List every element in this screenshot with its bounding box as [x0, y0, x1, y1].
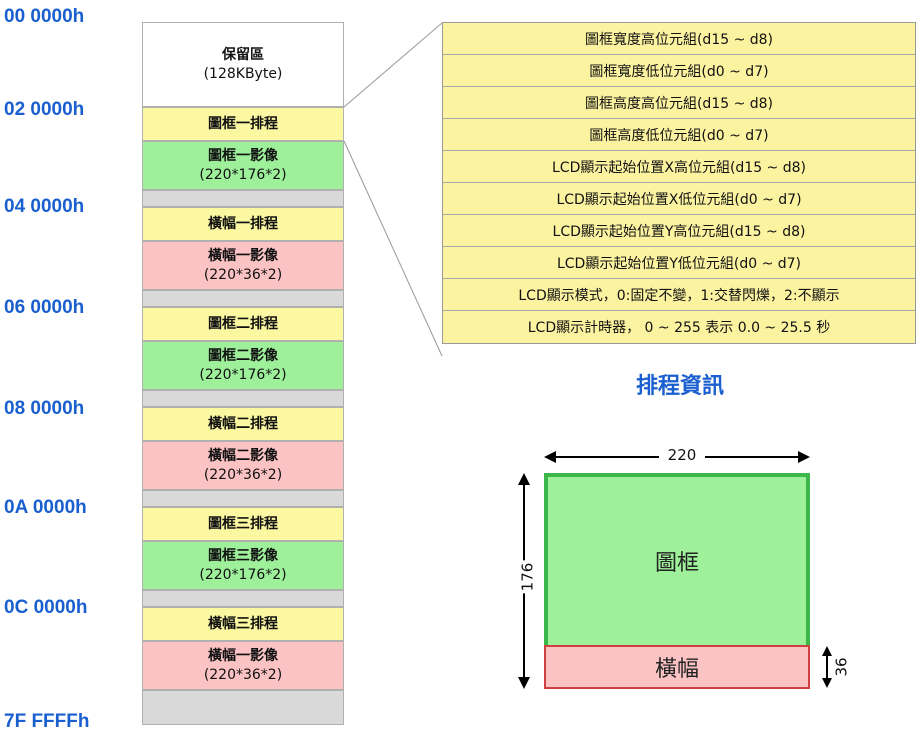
banner-area: 橫幅	[544, 645, 810, 689]
memory-block-schedule: 橫幅一排程	[142, 207, 344, 241]
memory-block-schedule: 橫幅三排程	[142, 607, 344, 641]
schedule-info-caption: 排程資訊	[635, 374, 724, 399]
banner-height-arrow	[822, 646, 832, 688]
block-size: (220*36*2)	[203, 266, 283, 283]
memory-block-image: 橫幅一影像 (220*36*2)	[142, 641, 344, 690]
schedule-info-row: LCD顯示模式，0:固定不變，1:交替閃爍，2:不顯示	[443, 279, 915, 311]
memory-block-image: 圖框一影像 (220*176*2)	[142, 141, 344, 190]
schedule-info-row: 圖框寬度高位元組(d15 ~ d8)	[443, 23, 915, 55]
address-label: 0C 0000h	[4, 597, 88, 618]
width-dimension-label: 220	[659, 446, 705, 464]
memory-block-image: 橫幅二影像 (220*36*2)	[142, 441, 344, 490]
schedule-info-row: LCD顯示起始位置Y低位元組(d0 ~ d7)	[443, 247, 915, 279]
schedule-info-row: LCD顯示起始位置X高位元組(d15 ~ d8)	[443, 151, 915, 183]
address-label: 06 0000h	[4, 297, 85, 318]
block-title: 橫幅三排程	[208, 615, 278, 632]
memory-block-image: 橫幅一影像 (220*36*2)	[142, 241, 344, 290]
block-title: 橫幅二排程	[208, 415, 278, 432]
address-label: 04 0000h	[4, 196, 85, 217]
connector-line-top	[343, 22, 443, 108]
address-label: 7F FFFFh	[4, 711, 90, 732]
schedule-info-row: LCD顯示起始位置Y高位元組(d15 ~ d8)	[443, 215, 915, 247]
memory-block-schedule: 圖框二排程	[142, 307, 344, 341]
block-title: 圖框三影像	[208, 547, 278, 564]
frame-area: 圖框	[544, 473, 810, 645]
block-title: 橫幅一影像	[208, 647, 278, 664]
memory-block-gap	[142, 490, 344, 507]
block-title: 橫幅二影像	[208, 447, 278, 464]
block-title: 圖框二排程	[208, 315, 278, 332]
memory-block-schedule: 橫幅二排程	[142, 407, 344, 441]
block-title: 圖框一排程	[208, 115, 278, 132]
memory-block-gap	[142, 690, 344, 725]
height-dimension-label: 176	[518, 560, 537, 594]
memory-block-gap	[142, 290, 344, 307]
memory-block-gap	[142, 190, 344, 207]
address-label: 0A 0000h	[4, 497, 87, 518]
banner-height-dimension-label: 36	[832, 657, 851, 677]
memory-block-image: 圖框三影像 (220*176*2)	[142, 541, 344, 590]
memory-block-gap	[142, 590, 344, 607]
schedule-info-row: LCD顯示計時器， 0 ~ 255 表示 0.0 ~ 25.5 秒	[527, 320, 831, 336]
memory-block-image: 圖框二影像 (220*176*2)	[142, 341, 344, 390]
block-size: (220*176*2)	[199, 566, 287, 583]
block-size: (220*36*2)	[203, 466, 283, 483]
address-label: 00 0000h	[4, 6, 85, 27]
connector-line-bottom	[343, 140, 443, 357]
block-title: 圖框二影像	[208, 347, 278, 364]
memory-block-schedule: 圖框一排程	[142, 107, 344, 141]
schedule-info-table: 圖框寬度高位元組(d15 ~ d8) 圖框寬度低位元組(d0 ~ d7) 圖框高…	[442, 22, 916, 344]
block-title: 圖框一影像	[208, 147, 278, 164]
frame-label: 圖框	[654, 551, 699, 576]
block-title: 圖框三排程	[208, 515, 278, 532]
schedule-info-row: 圖框高度低位元組(d0 ~ d7)	[443, 119, 915, 151]
address-label: 02 0000h	[4, 99, 85, 120]
memory-block-schedule: 圖框三排程	[142, 507, 344, 541]
banner-label: 橫幅	[654, 657, 699, 682]
block-size: (220*36*2)	[203, 666, 283, 683]
block-size: (128KByte)	[203, 65, 283, 82]
memory-block-gap	[142, 390, 344, 407]
schedule-info-row: LCD顯示起始位置X低位元組(d0 ~ d7)	[443, 183, 915, 215]
block-title: 橫幅一排程	[208, 215, 278, 232]
memory-block-reserved: 保留區 (128KByte)	[142, 22, 344, 107]
address-label: 08 0000h	[4, 398, 85, 419]
schedule-info-row: 圖框寬度低位元組(d0 ~ d7)	[443, 55, 915, 87]
block-title: 橫幅一影像	[208, 247, 278, 264]
schedule-info-row: 圖框高度高位元組(d15 ~ d8)	[443, 87, 915, 119]
block-size: (220*176*2)	[199, 166, 287, 183]
block-title: 保留區	[222, 46, 264, 63]
block-size: (220*176*2)	[199, 366, 287, 383]
